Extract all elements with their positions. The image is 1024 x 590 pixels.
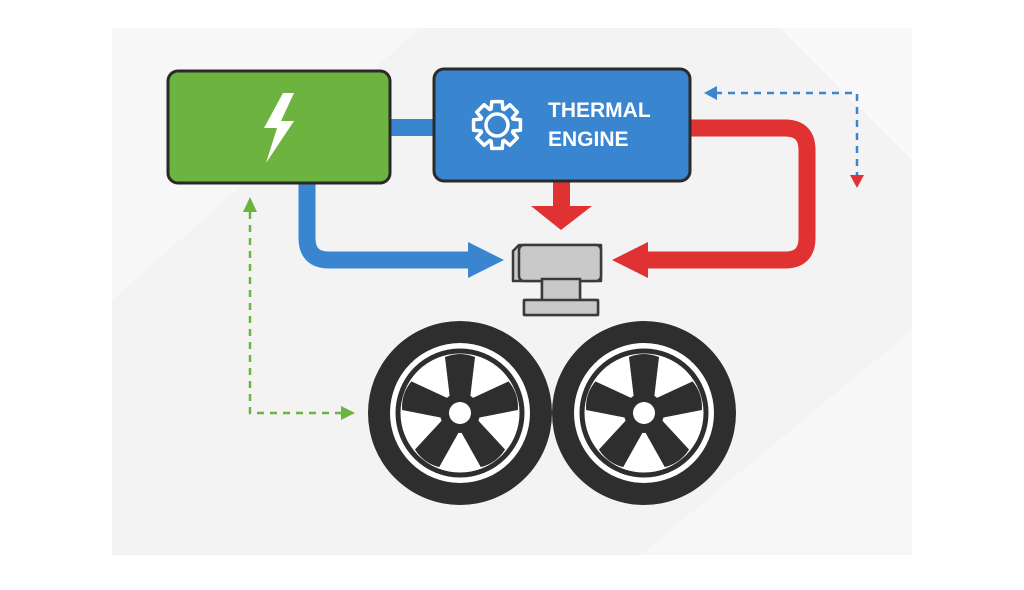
thermal-engine-label-line1: THERMAL — [548, 99, 651, 122]
wheel-spoke — [654, 381, 702, 419]
thermal-engine-label-line2: ENGINE — [548, 128, 629, 151]
engine-to-gearbox-flow — [531, 180, 592, 230]
blue-signal-arrow — [704, 86, 864, 188]
electric-unit — [166, 69, 392, 185]
electric-to-gearbox-flow — [298, 178, 504, 278]
wheel-right — [552, 321, 736, 505]
wheel-spoke — [445, 354, 475, 399]
wheel-spoke — [414, 418, 460, 468]
wheel-spoke — [598, 418, 644, 468]
wheel-left — [368, 321, 552, 505]
lightning-bolt-icon — [264, 93, 294, 163]
green-signal-arrow — [243, 197, 355, 420]
wheel-spoke — [629, 354, 659, 399]
gear-icon — [471, 99, 523, 151]
electric-engine-link — [386, 119, 438, 136]
wheel-spoke — [586, 381, 634, 419]
wheel-spoke — [644, 418, 690, 468]
thermal-engine: THERMAL ENGINE — [432, 67, 692, 183]
thermal-engine-box — [432, 67, 692, 183]
engine-loop-flow — [612, 119, 816, 278]
wheel-spoke — [460, 418, 506, 468]
gearbox-connector — [511, 243, 603, 317]
wheel-spoke — [470, 381, 518, 419]
wheel-spoke — [402, 381, 450, 419]
